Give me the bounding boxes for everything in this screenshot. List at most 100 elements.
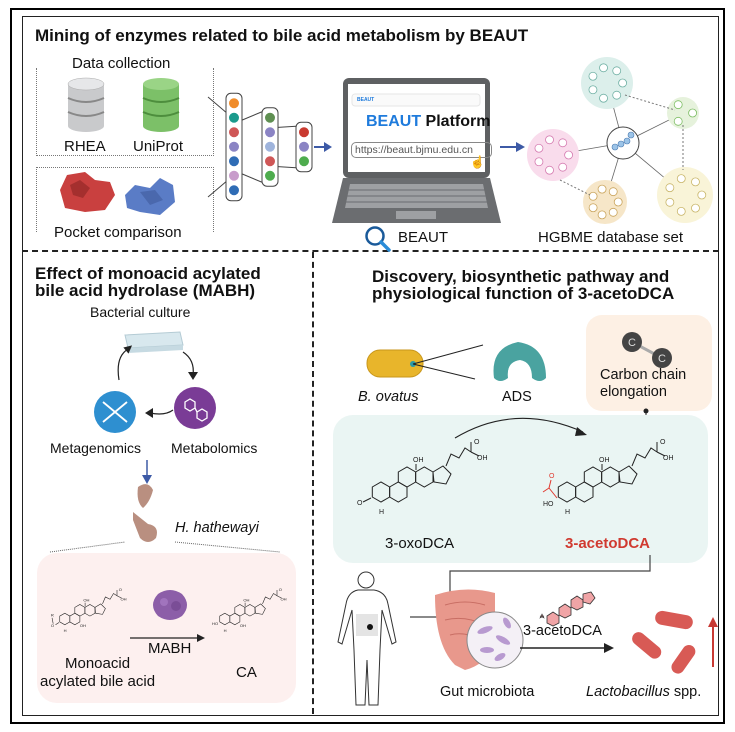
network-node xyxy=(673,116,683,126)
network-node xyxy=(229,112,239,123)
svg-text:OH: OH xyxy=(663,455,674,462)
network-node xyxy=(612,90,622,100)
lactobacillus-suffix: spp. xyxy=(669,684,702,700)
uniprot-label: UniProt xyxy=(133,138,184,155)
network-node xyxy=(229,185,239,196)
beaut-search-label: BEAUT xyxy=(398,229,449,246)
svg-text:O: O xyxy=(660,439,666,446)
laptop-brand-small: BEAUT xyxy=(357,97,375,103)
left-panel-title-line2: bile acid hydrolase (MABH) xyxy=(35,281,256,300)
network-node xyxy=(299,141,309,152)
top-panel-title: Mining of enzymes related to bile acid m… xyxy=(35,26,529,45)
mabh-reaction-panel xyxy=(37,553,296,703)
network-node xyxy=(545,165,554,175)
svg-text:OH: OH xyxy=(80,623,86,628)
url-field[interactable]: https://beaut.bjmu.edu.cn xyxy=(351,142,492,158)
svg-text:OH: OH xyxy=(599,457,610,464)
carbon-atoms-icon: C C xyxy=(622,332,672,368)
svg-text:HO: HO xyxy=(543,501,554,508)
network-node xyxy=(691,203,700,213)
network-node xyxy=(229,127,239,138)
network-node xyxy=(265,127,275,138)
network-node xyxy=(299,156,309,167)
network-node xyxy=(608,187,618,197)
metabolomics-label: Metabolomics xyxy=(171,440,258,456)
mabh-reaction-arrow xyxy=(130,634,205,642)
hgbme-network-graph xyxy=(527,57,713,224)
platform-heading: BEAUT Platform xyxy=(366,113,490,131)
network-node xyxy=(665,183,675,193)
network-node xyxy=(229,156,239,167)
svg-text:OH: OH xyxy=(120,596,126,601)
platform-heading-rest: Platform xyxy=(421,113,491,130)
conversion-arrow xyxy=(454,417,587,439)
network-node xyxy=(299,127,309,138)
network-node xyxy=(599,63,608,73)
network-node xyxy=(588,203,598,213)
data-collection-label: Data collection xyxy=(68,55,175,72)
b-ovatus-bacterium-icon xyxy=(366,344,484,380)
pointer-hand-icon: ☝ xyxy=(470,155,485,169)
svg-text:O: O xyxy=(474,439,480,446)
svg-text:OH: OH xyxy=(280,596,286,601)
network-node xyxy=(597,210,607,220)
network-node xyxy=(564,150,573,160)
svg-text:C: C xyxy=(628,337,636,349)
svg-text:OH: OH xyxy=(413,457,424,464)
protein-pocket-structures xyxy=(60,172,175,215)
network-node xyxy=(229,98,239,109)
3-oxodca-label: 3-oxoDCA xyxy=(385,535,455,552)
outer-frame xyxy=(10,8,725,724)
horizontal-divider xyxy=(22,250,719,252)
network-node xyxy=(613,197,623,207)
svg-text:R: R xyxy=(51,613,54,618)
svg-text:C: C xyxy=(658,353,666,365)
search-icon xyxy=(365,226,391,252)
gut-microbiota-icon xyxy=(435,589,524,670)
svg-text:OH: OH xyxy=(243,598,249,603)
vertical-divider xyxy=(312,252,314,714)
data-collection-box xyxy=(36,68,214,156)
network-node xyxy=(612,66,622,76)
bacterial-culture-label: Bacterial culture xyxy=(90,304,191,320)
svg-text:O: O xyxy=(119,587,122,592)
b-ovatus-label: B. ovatus xyxy=(358,389,419,405)
substrate-label-line2: acylated bile acid xyxy=(40,673,156,690)
3-acetodca-molecule-icon xyxy=(539,591,596,627)
lactobacillus-genus: Lactobacillus xyxy=(586,684,670,700)
network-node xyxy=(691,177,700,187)
network-node xyxy=(608,207,618,217)
pocket-comparison-box xyxy=(36,167,214,232)
svg-text:HO: HO xyxy=(212,621,218,626)
network-node xyxy=(688,108,698,118)
research-cycle xyxy=(94,331,216,433)
network-node xyxy=(265,170,275,181)
svg-text:O: O xyxy=(357,500,363,507)
ads-enzyme-icon xyxy=(493,342,546,381)
mabh-label: MABH xyxy=(148,640,192,657)
network-node xyxy=(229,141,239,152)
inner-frame xyxy=(22,16,719,716)
carbon-elongation-box xyxy=(586,315,712,411)
neural-network-diagram xyxy=(207,92,313,202)
svg-text:O: O xyxy=(279,587,282,592)
network-node xyxy=(265,141,275,152)
network-node xyxy=(597,184,607,194)
network-node xyxy=(599,93,608,103)
network-node xyxy=(588,85,598,95)
right-panel-title-line2: physiological function of 3-acetoDCA xyxy=(372,284,675,303)
svg-text:O: O xyxy=(549,473,555,480)
svg-text:H: H xyxy=(565,509,570,516)
human-body-icon xyxy=(337,571,397,706)
network-node xyxy=(534,157,544,167)
h-hathewayi-bacterium-icon xyxy=(133,484,157,542)
svg-text:OH: OH xyxy=(83,598,89,603)
network-node xyxy=(558,162,568,172)
rhea-label: RHEA xyxy=(64,138,106,155)
network-node xyxy=(665,197,675,207)
pocket-comparison-label: Pocket comparison xyxy=(50,224,186,241)
